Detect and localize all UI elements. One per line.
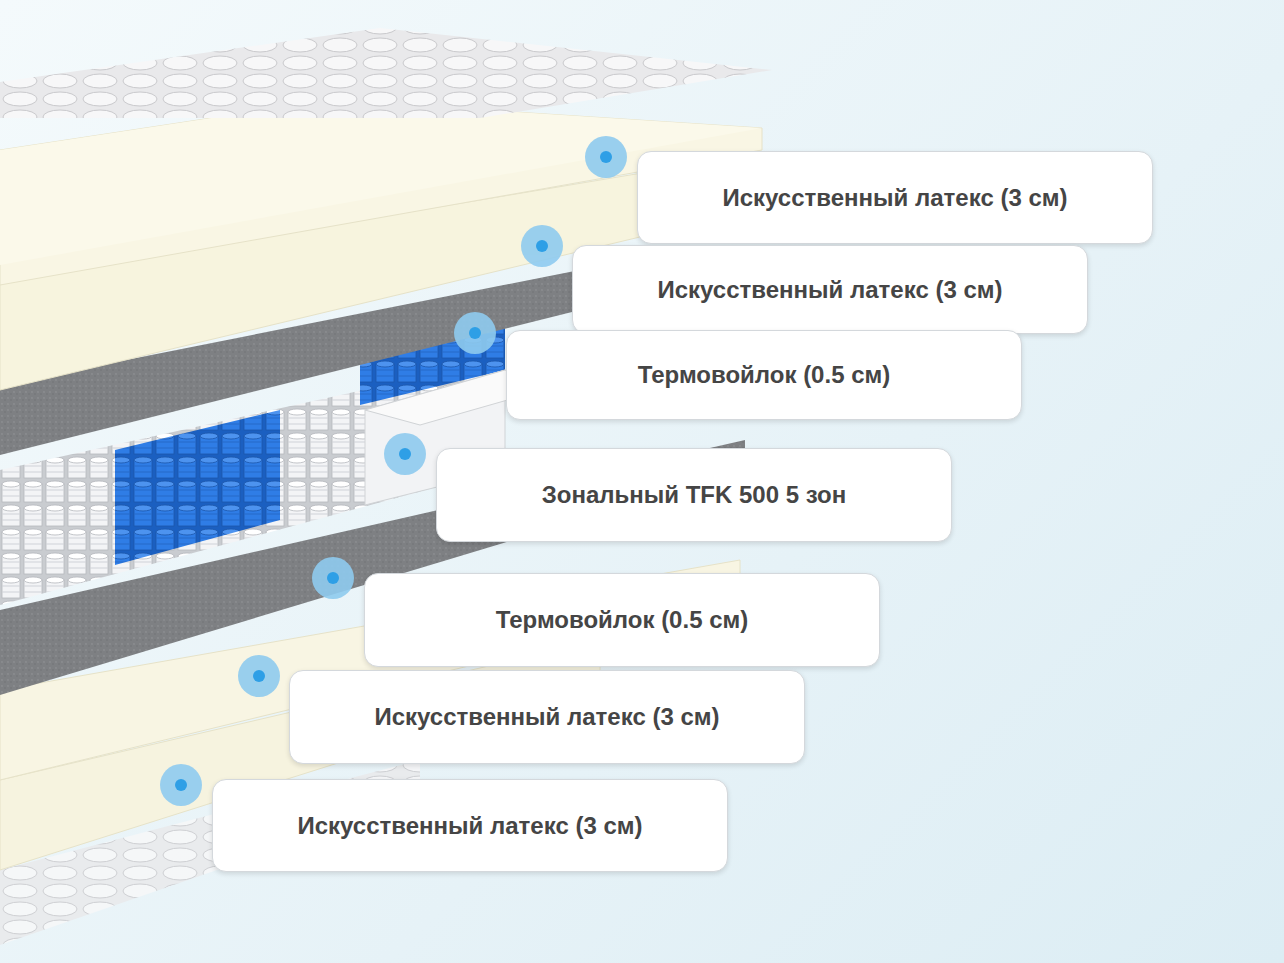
callout-box: Зональный TFK 500 5 зон	[436, 448, 952, 542]
layer-label: Искусственный латекс (3 см)	[722, 184, 1067, 212]
layer-label: Зональный TFK 500 5 зон	[542, 481, 847, 509]
callout-box: Термовойлок (0.5 см)	[364, 573, 880, 667]
layer-label: Искусственный латекс (3 см)	[297, 812, 642, 840]
layer-label: Искусственный латекс (3 см)	[374, 703, 719, 731]
callout-box: Искусственный латекс (3 см)	[637, 151, 1153, 244]
callout-box: Искусственный латекс (3 см)	[289, 670, 805, 764]
callout-box: Искусственный латекс (3 см)	[212, 779, 728, 872]
layer-label: Искусственный латекс (3 см)	[657, 276, 1002, 304]
callout-box: Термовойлок (0.5 см)	[506, 330, 1022, 420]
layer-label: Термовойлок (0.5 см)	[638, 361, 891, 389]
callout-box: Искусственный латекс (3 см)	[572, 245, 1088, 334]
layer-label: Термовойлок (0.5 см)	[496, 606, 749, 634]
